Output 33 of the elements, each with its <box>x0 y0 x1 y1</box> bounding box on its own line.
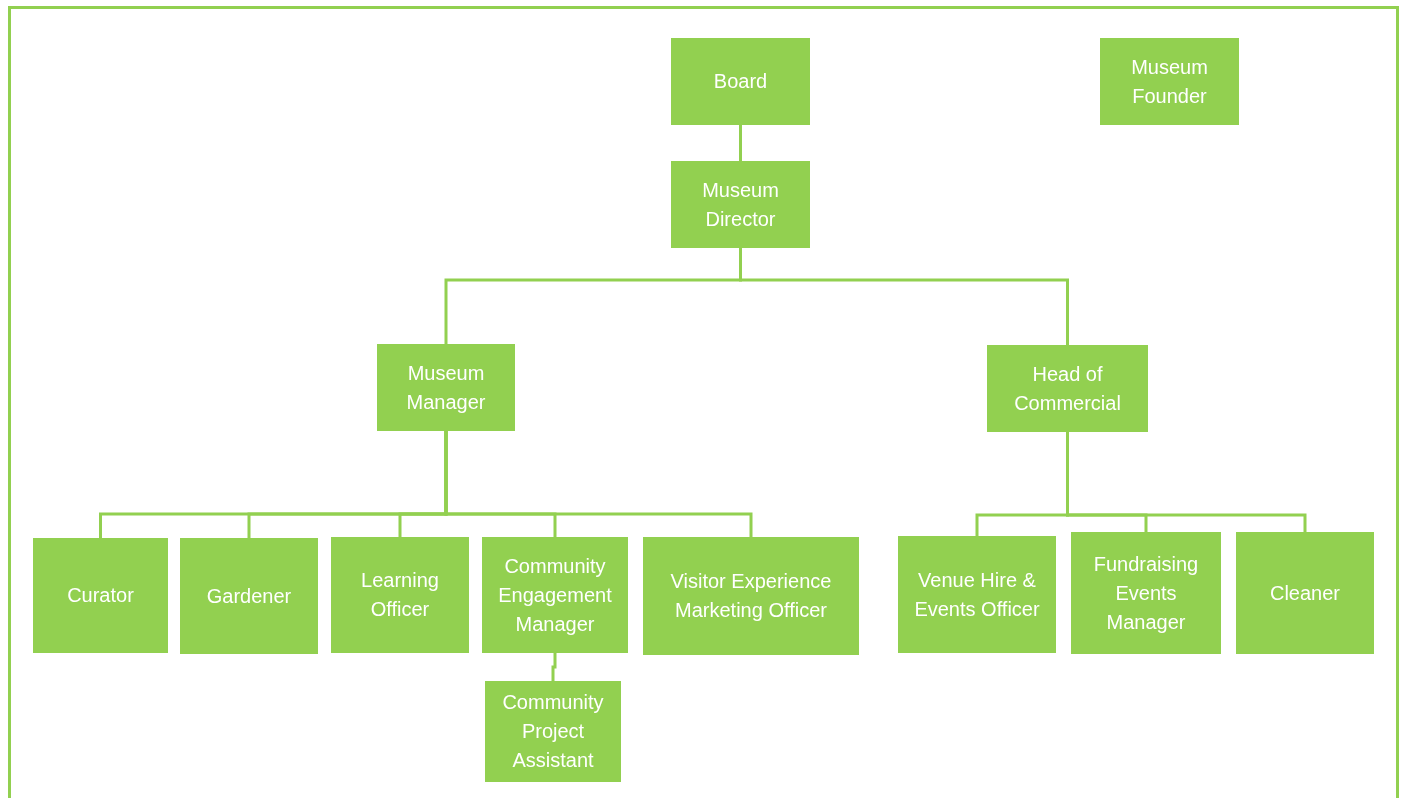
role-box <box>1236 532 1374 654</box>
role-title: Curator <box>67 583 134 608</box>
connector-line <box>551 653 557 681</box>
role-box <box>987 345 1148 432</box>
role-box <box>331 537 469 653</box>
role-title: Museum Manager <box>405 360 487 415</box>
role-title: Museum Director <box>701 177 780 232</box>
role-title: Fundraising Events Manager <box>1092 551 1200 635</box>
role-title: Board <box>713 69 768 94</box>
role-box <box>643 537 859 655</box>
connector-line <box>1066 432 1307 532</box>
role-box <box>180 538 318 654</box>
role-title: Head of Commercial <box>1013 361 1122 416</box>
role-box <box>33 538 168 653</box>
role-title: Cleaner <box>1269 580 1340 606</box>
role-box <box>671 38 810 125</box>
role-box <box>898 536 1056 653</box>
role-title: Museum Founder <box>1130 54 1209 109</box>
connector-line <box>444 431 753 537</box>
connector-line <box>739 125 742 161</box>
role-box <box>377 344 515 431</box>
role-title: Community Engagement Manager <box>497 553 613 637</box>
role-box <box>1071 532 1221 654</box>
role-title: Gardener <box>206 583 292 609</box>
role-box <box>671 161 810 248</box>
role-title: Visitor Experience Marketing Officer <box>669 569 833 623</box>
role-box <box>1100 38 1239 125</box>
role-box <box>482 537 628 653</box>
role-title: Learning Officer <box>360 568 440 622</box>
connector-line <box>739 248 1069 345</box>
role-box <box>485 681 621 782</box>
role-title: Community Project Assistant <box>501 690 605 773</box>
role-title: Venue Hire & Events Officer <box>913 567 1041 622</box>
